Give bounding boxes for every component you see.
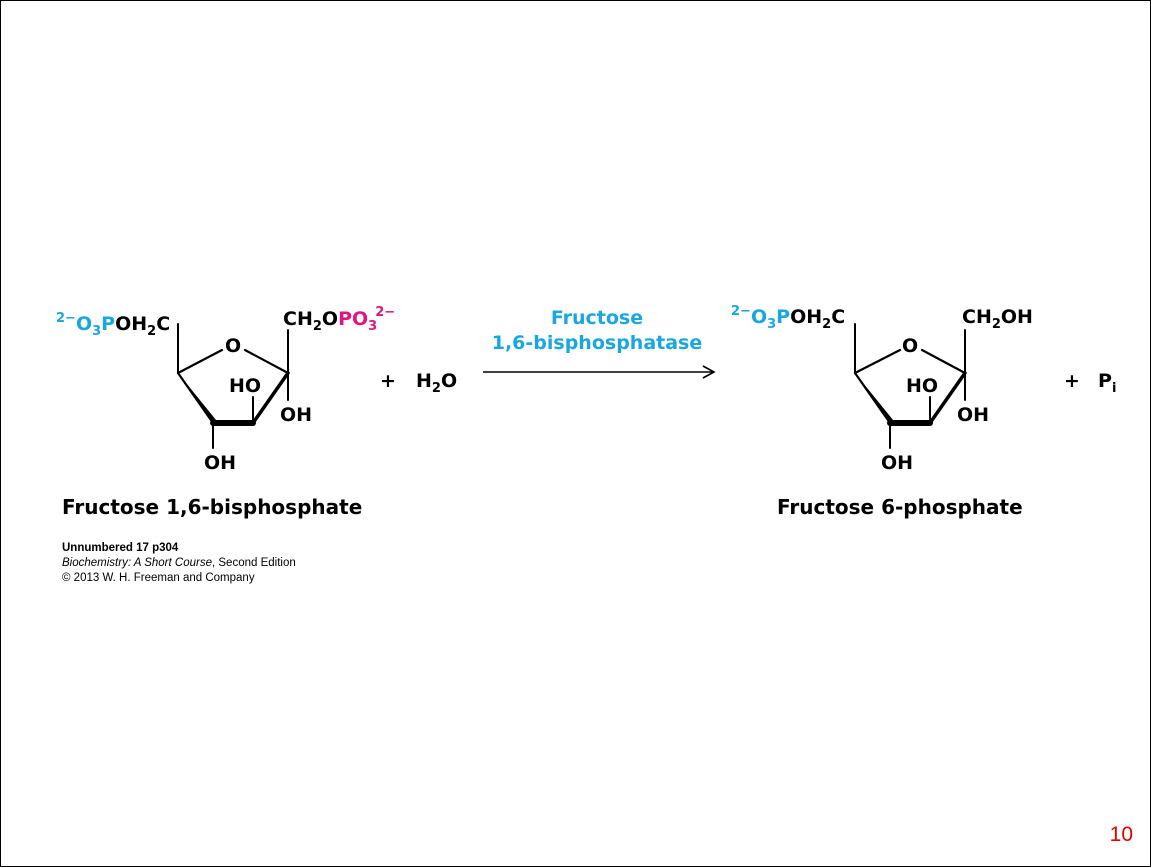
enzyme-name-line1: Fructose bbox=[551, 307, 643, 329]
copyright-line: © 2013 W. H. Freeman and Company bbox=[62, 572, 255, 584]
reactant-c3-hydroxyl: HO bbox=[229, 375, 261, 397]
slide-page-number: 10 bbox=[1109, 823, 1133, 846]
phosphate-term: + Pi bbox=[1064, 370, 1116, 396]
product-ring-oxygen: O bbox=[902, 335, 918, 357]
water-formula: H2O bbox=[416, 370, 457, 396]
book-title: Biochemistry: A Short Course bbox=[62, 557, 212, 569]
book-title-line: Biochemistry: A Short Course, Second Edi… bbox=[62, 556, 296, 571]
plus-sign-water: + bbox=[380, 370, 396, 392]
plus-sign-phosphate: + bbox=[1064, 370, 1080, 392]
reaction-arrow bbox=[483, 365, 716, 379]
reactant-name: Fructose 1,6-bisphosphate bbox=[62, 495, 362, 519]
product-c1-hydroxymethyl-group: CH2OH bbox=[962, 306, 1033, 332]
reactant-structure: 2−O3POH2C CH2OPO32− O HO OH OH Fructose … bbox=[56, 305, 395, 519]
water-term: + H2O bbox=[380, 370, 457, 396]
figure-credit: Unnumbered 17 p304 Biochemistry: A Short… bbox=[62, 541, 296, 586]
product-furanose-ring bbox=[853, 323, 967, 449]
reactant-c6-phosphate-group: 2−O3POH2C bbox=[56, 311, 170, 339]
product-c3-hydroxyl: HO bbox=[906, 375, 938, 397]
reactant-c1-phosphate-group: CH2OPO32− bbox=[283, 305, 395, 334]
book-edition: , Second Edition bbox=[211, 557, 296, 569]
inorganic-phosphate-formula: Pi bbox=[1098, 370, 1116, 396]
product-name: Fructose 6-phosphate bbox=[777, 495, 1023, 519]
product-c4-hydroxyl: OH bbox=[881, 452, 913, 474]
product-structure: 2−O3POH2C CH2OH O HO OH OH Fructose 6-ph… bbox=[731, 304, 1033, 519]
product-c6-phosphate-group: 2−O3POH2C bbox=[731, 304, 845, 332]
enzyme-label: Fructose 1,6-bisphosphatase bbox=[492, 307, 703, 354]
reactant-furanose-ring bbox=[176, 323, 290, 449]
reactant-c4-hydroxyl: OH bbox=[204, 452, 236, 474]
enzyme-name-line2: 1,6-bisphosphatase bbox=[492, 332, 703, 354]
reactant-ring-oxygen: O bbox=[225, 335, 241, 357]
product-c2-hydroxyl: OH bbox=[957, 404, 989, 426]
figure-id: Unnumbered 17 p304 bbox=[62, 542, 179, 554]
reactant-c2-hydroxyl: OH bbox=[280, 404, 312, 426]
